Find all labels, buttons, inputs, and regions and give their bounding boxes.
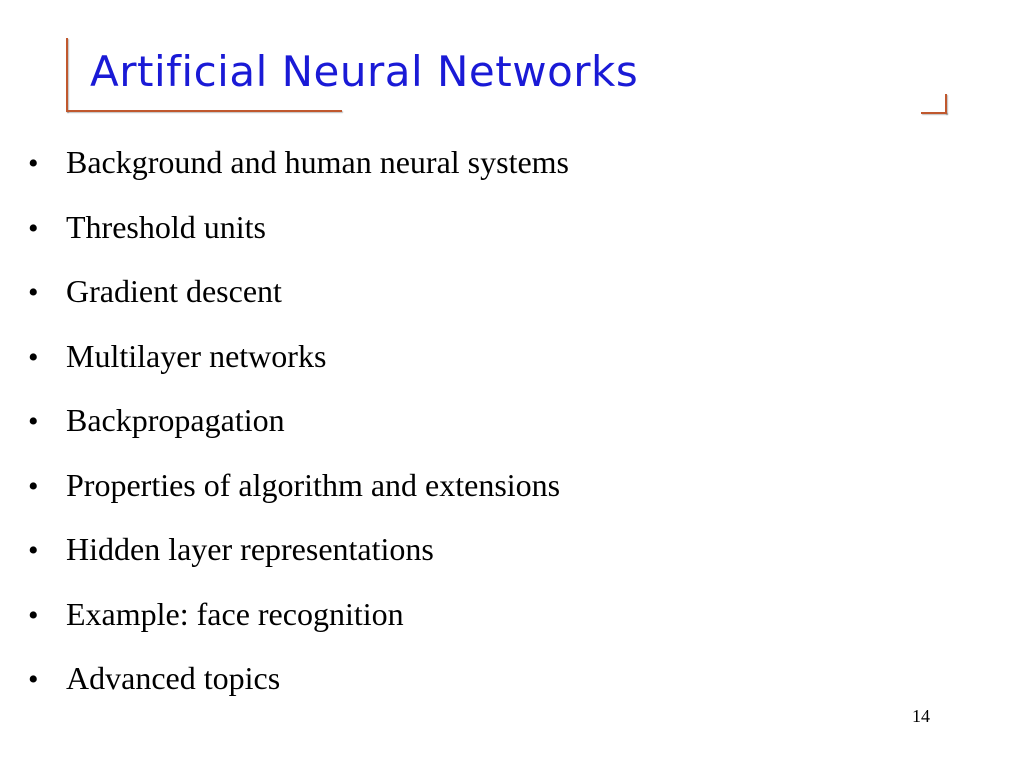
- bullet-dot: •: [28, 340, 39, 374]
- bullet-dot: •: [28, 405, 39, 438]
- title-frame-left-vertical: [66, 38, 68, 112]
- bullet-dot: •: [28, 211, 39, 245]
- bullet-item: • Backpropagation: [28, 388, 569, 453]
- title-frame-right-vertical: [945, 94, 947, 114]
- page-number: 14: [912, 706, 930, 726]
- bullet-text: Multilayer networks: [66, 337, 327, 374]
- title-frame-left-horizontal: [66, 110, 342, 112]
- bullet-dot: •: [28, 663, 39, 696]
- bullet-item: • Background and human neural systems: [28, 130, 569, 195]
- bullet-item: • Multilayer networks: [28, 324, 569, 389]
- bullet-text: Properties of algorithm and extensions: [66, 466, 561, 503]
- bullet-dot: •: [28, 534, 39, 567]
- bullet-item: • Gradient descent: [28, 259, 569, 324]
- bullet-item: • Example: face recognition: [28, 582, 569, 647]
- title-frame-right-horizontal: [921, 112, 947, 114]
- bullet-text: Example: face recognition: [66, 595, 404, 632]
- bullet-text: Threshold units: [66, 208, 266, 245]
- bullet-item: • Threshold units: [28, 195, 569, 260]
- bullet-item: • Hidden layer representations: [28, 517, 569, 582]
- bullet-text: Background and human neural systems: [66, 144, 569, 180]
- bullet-item: • Properties of algorithm and extensions: [28, 453, 569, 518]
- bullet-item: • Advanced topics: [28, 646, 569, 711]
- bullet-dot: •: [28, 147, 39, 180]
- bullet-dot: •: [28, 598, 39, 632]
- bullet-text: Hidden layer representations: [66, 531, 434, 567]
- bullet-dot: •: [28, 276, 39, 309]
- bullet-dot: •: [28, 469, 39, 503]
- bullet-text: Gradient descent: [66, 273, 282, 309]
- bullet-text: Backpropagation: [66, 402, 285, 438]
- slide-title: Artificial Neural Networks: [90, 47, 639, 96]
- bullet-text: Advanced topics: [66, 660, 281, 696]
- bullet-list: • Background and human neural systems • Th…: [28, 130, 569, 711]
